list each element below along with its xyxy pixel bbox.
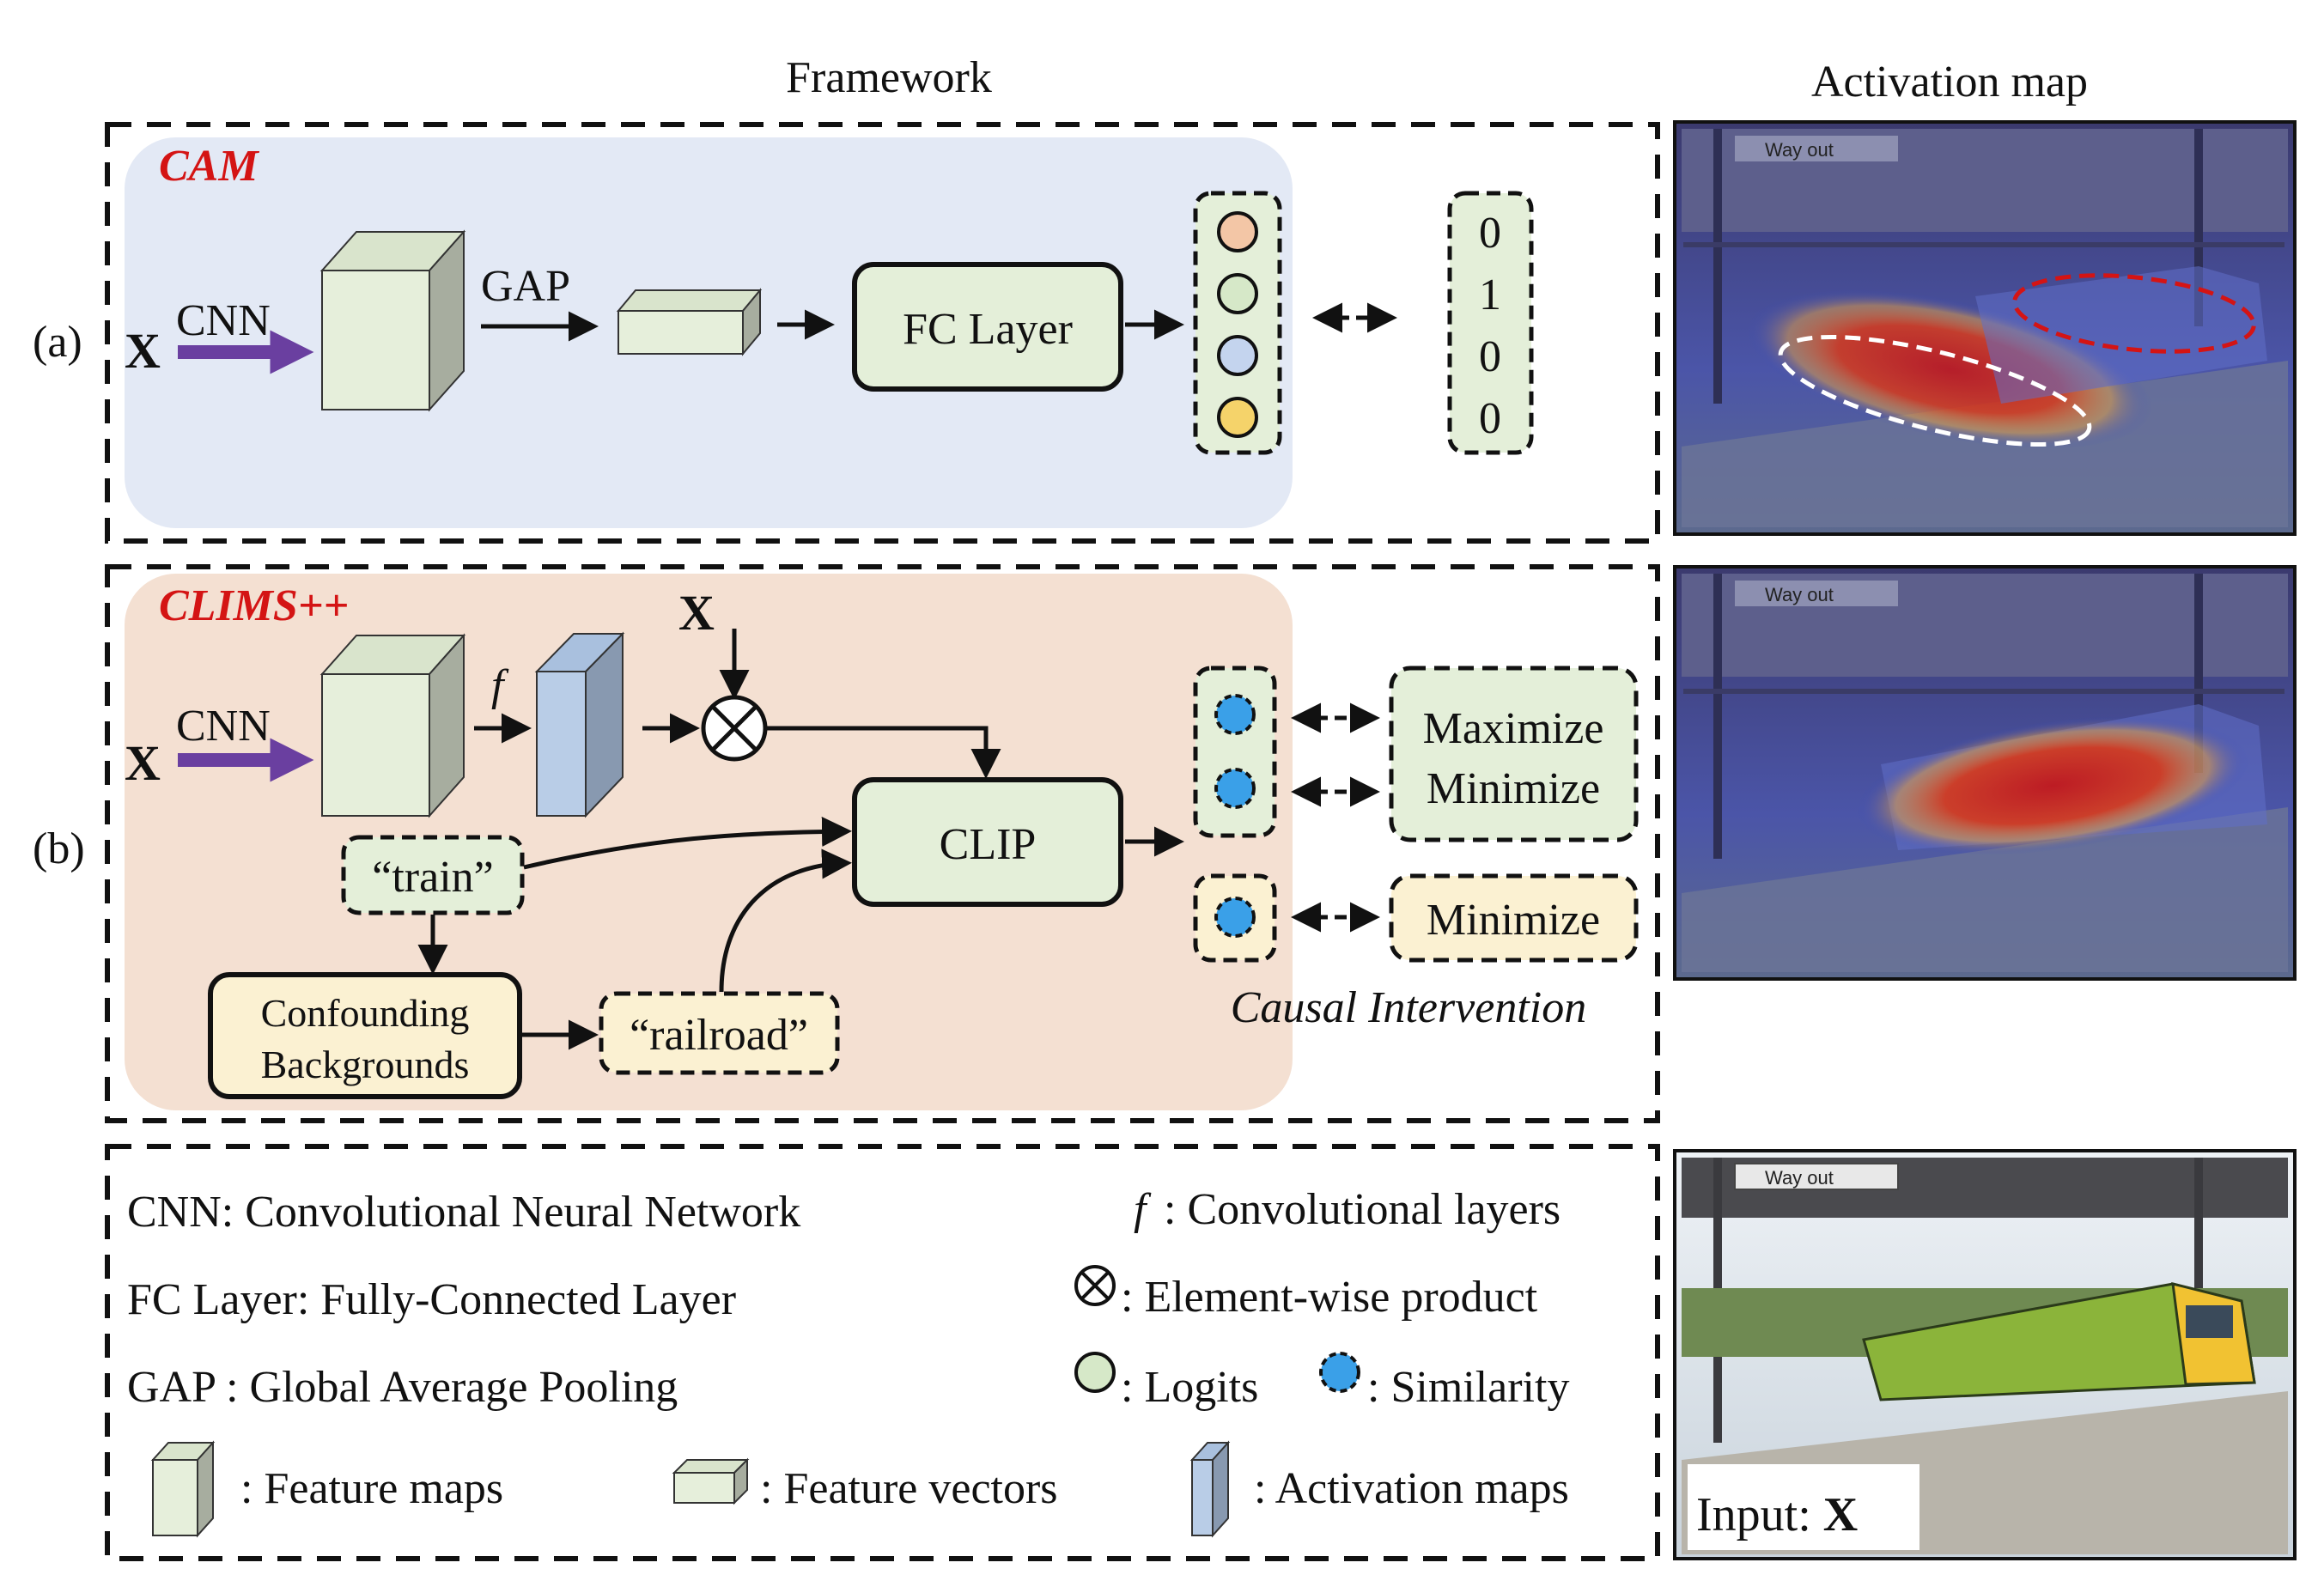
element-wise-product-symbol xyxy=(701,695,768,762)
train-prompt-label: “train” xyxy=(372,853,493,902)
target-vector-value: 1 xyxy=(1479,271,1501,319)
cam-feature-vector xyxy=(616,288,763,356)
cam-input-x: X xyxy=(125,323,161,379)
clims-sign-text: Way out xyxy=(1765,584,1834,605)
legend-feature-vector-icon xyxy=(672,1457,750,1505)
input-sign-text: Way out xyxy=(1765,1167,1834,1189)
similarity-box-foreground xyxy=(1193,666,1277,838)
svg-text:Input: X: Input: X xyxy=(1696,1488,1858,1541)
legend-gap: GAP : Global Average Pooling xyxy=(127,1363,678,1412)
product-to-clip-arrow xyxy=(765,726,1001,779)
cam-activation-map-image: Way out xyxy=(1673,120,2297,536)
railroad-prompt-label: “railroad” xyxy=(630,1011,808,1060)
clims-input-x: X xyxy=(125,735,161,791)
legend-product-icon xyxy=(1074,1265,1116,1306)
similarity-dot xyxy=(1214,694,1256,735)
cam-sign-text: Way out xyxy=(1765,139,1834,161)
similarity-dot xyxy=(1214,768,1256,809)
panel-a-frame xyxy=(105,122,1660,544)
legend-product: : Element-wise product xyxy=(1121,1273,1538,1322)
train-to-clip-arrow xyxy=(523,816,852,870)
clims-feature-map-cube xyxy=(319,633,466,818)
input-image: Way out Input: X xyxy=(1673,1149,2297,1560)
clims-activation-map-image: Way out xyxy=(1673,565,2297,981)
fc-layer-box xyxy=(852,262,1123,392)
logit-dot xyxy=(1217,211,1258,252)
clip-label: CLIP xyxy=(940,820,1037,869)
legend-logit-icon xyxy=(1074,1352,1116,1393)
cam-white-dashed-region xyxy=(1778,334,2092,447)
clims-title: CLIMS++ xyxy=(159,581,349,630)
minimize-bg-label: Minimize xyxy=(1427,896,1600,945)
panel-b-frame xyxy=(105,564,1660,1123)
maximize-minimize-box xyxy=(1389,666,1639,842)
legend-f-desc: : Convolutional layers xyxy=(1164,1185,1560,1234)
target-vector-value: 0 xyxy=(1479,209,1501,258)
railroad-to-clip-arrow xyxy=(719,848,852,993)
legend-fc: FC Layer: Fully-Connected Layer xyxy=(127,1275,736,1324)
panel-b-label: (b) xyxy=(33,824,85,873)
legend-cnn: CNN: Convolutional Neural Network xyxy=(127,1188,800,1237)
target-vector-value: 0 xyxy=(1479,394,1501,443)
clims-cnn-label: CNN xyxy=(176,702,271,751)
fc-layer-label: FC Layer xyxy=(903,305,1073,354)
legend-feature-map-icon xyxy=(150,1440,216,1538)
legend-activation-maps: : Activation maps xyxy=(1254,1464,1569,1513)
input-x: X xyxy=(1823,1488,1858,1541)
x-top-label: X xyxy=(678,585,715,641)
legend-f-symbol: f xyxy=(1134,1185,1152,1234)
gap-label: GAP xyxy=(481,262,570,311)
legend-similarity-icon xyxy=(1319,1352,1360,1393)
legend-similarity: : Similarity xyxy=(1367,1363,1569,1412)
logit-dot xyxy=(1217,273,1258,314)
input-label: Input: xyxy=(1696,1488,1823,1541)
minimize-box xyxy=(1389,873,1639,963)
cam-feature-map-cube xyxy=(319,229,466,412)
legend-activation-map-icon xyxy=(1189,1440,1231,1538)
activation-map-slab xyxy=(534,631,625,818)
activation-map-header: Activation map xyxy=(1811,58,2088,106)
legend-logits: : Logits xyxy=(1121,1363,1258,1412)
logit-dot xyxy=(1217,397,1258,438)
clip-box xyxy=(852,777,1123,907)
target-vector: 0 1 0 0 xyxy=(1479,209,1501,443)
similarity-dot xyxy=(1214,897,1256,938)
confounding-backgrounds-box xyxy=(208,972,522,1099)
railroad-prompt-box xyxy=(599,991,840,1075)
causal-intervention-label: Causal Intervention xyxy=(1231,983,1587,1032)
logits-box xyxy=(1193,191,1282,455)
train-prompt-box xyxy=(341,835,525,915)
panel-a-label: (a) xyxy=(33,318,82,367)
maximize-label: Maximize xyxy=(1423,704,1604,753)
legend-feature-vectors: : Feature vectors xyxy=(760,1464,1058,1513)
logit-dot xyxy=(1217,335,1258,376)
framework-header: Framework xyxy=(786,53,992,102)
confounding-line-2: Backgrounds xyxy=(261,1043,470,1086)
target-vector-value: 0 xyxy=(1479,332,1501,381)
minimize-label: Minimize xyxy=(1427,764,1600,813)
cam-title: CAM xyxy=(159,142,259,191)
legend-feature-maps: : Feature maps xyxy=(240,1464,503,1513)
cam-cnn-label: CNN xyxy=(176,296,271,345)
logit-dots xyxy=(1217,211,1258,438)
confounding-line-1: Confounding xyxy=(261,991,470,1035)
target-vector-box xyxy=(1447,191,1534,455)
legend-frame xyxy=(105,1144,1660,1561)
